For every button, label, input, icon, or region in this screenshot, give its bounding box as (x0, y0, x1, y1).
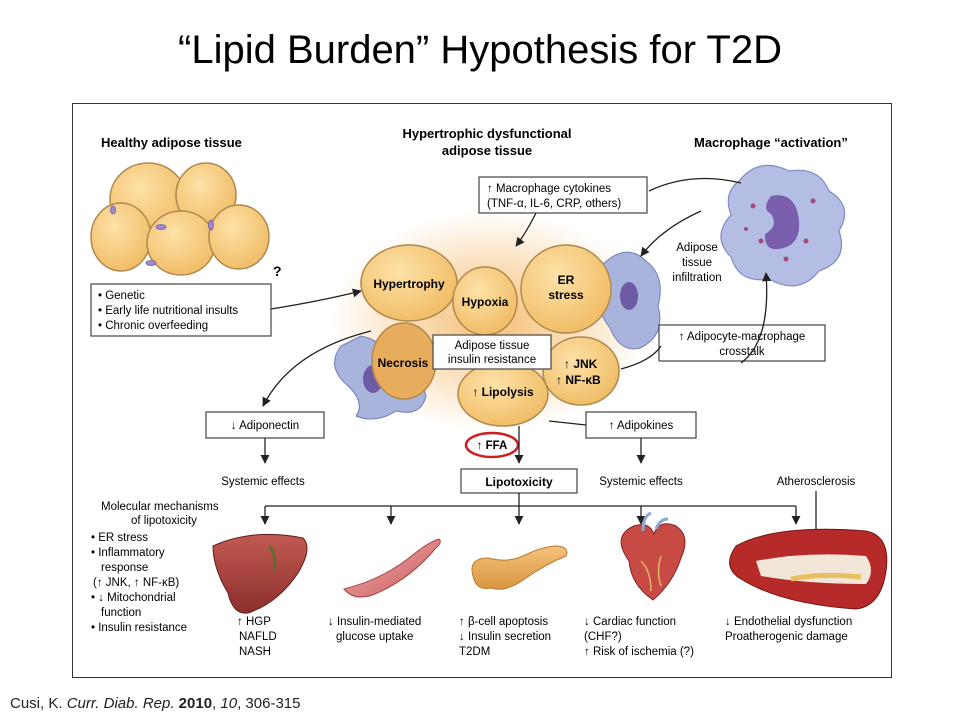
mechanism-response: response (101, 562, 148, 574)
activated-macrophage-illustration (720, 164, 846, 287)
systemic-effects-left: Systemic effects (221, 476, 305, 488)
atherosclerosis-label: Atherosclerosis (777, 476, 856, 488)
heart-line3: ↑ Risk of ischemia (?) (584, 646, 694, 658)
muscle-line1: ↓ Insulin-mediated (328, 616, 421, 628)
slide-title: “Lipid Burden” Hypothesis for T2D (178, 28, 782, 72)
heading-hypertrophic-2: adipose tissue (442, 143, 532, 158)
lipotoxicity-box (460, 468, 578, 494)
muscle-illustration (343, 538, 441, 598)
citation-author: Cusi, K. (10, 695, 67, 712)
systemic-effects-right: Systemic effects (599, 476, 683, 488)
liver-nash: NASH (239, 646, 271, 658)
infiltration-line3: infiltration (672, 272, 721, 284)
insulin-resistance-line1: Adipose tissue (455, 340, 530, 352)
vessel-line2: Proatherogenic damage (725, 631, 848, 643)
mechanisms-title-1: Molecular mechanisms (101, 501, 219, 513)
cytokines-box (478, 176, 648, 214)
cell-er-stress (520, 244, 612, 334)
pancreas-line2: ↓ Insulin secretion (459, 631, 551, 643)
mechanism-mitochondrial: • ↓ Mitochondrial (91, 592, 176, 604)
citation-pages: 306-315 (245, 695, 301, 712)
risk-factors-box (90, 283, 272, 337)
healthy-adipocytes-illustration (90, 162, 270, 276)
heading-macrophage: Macrophage “activation” (694, 135, 848, 150)
heart-line2: (CHF?) (584, 631, 622, 643)
heart-line1: ↓ Cardiac function (584, 616, 676, 628)
citation-volume: 10 (220, 695, 238, 712)
mechanism-function: function (101, 607, 141, 619)
insulin-resistance-line2: insulin resistance (448, 354, 536, 366)
artery-illustration (729, 528, 888, 610)
mechanism-insulin-resistance: • Insulin resistance (91, 622, 187, 634)
mechanism-inflammatory: • Inflammatory (91, 547, 165, 559)
pancreas-line1: ↑ β-cell apoptosis (459, 616, 548, 628)
pancreas-illustration (471, 545, 568, 590)
crosstalk-box (658, 324, 826, 362)
label-hypertrophy: Hypertrophy (373, 277, 445, 291)
label-jnk: ↑ JNK (564, 357, 598, 371)
heart-illustration (620, 511, 686, 601)
lipid-burden-diagram: Healthy adipose tissue Hypertrophic dysf… (90, 126, 888, 658)
liver-hgp: ↑ HGP (237, 616, 271, 628)
muscle-line2: glucose uptake (336, 631, 413, 643)
label-er: ER (558, 273, 575, 287)
macrophage-right (596, 251, 661, 350)
ffa-label: ↑ FFA (477, 440, 508, 452)
infiltration-line2: tissue (682, 257, 712, 269)
question-mark: ? (273, 263, 282, 279)
citation-year: 2010 (178, 695, 213, 712)
mechanisms-title-2: of lipotoxicity (131, 515, 197, 527)
adiponectin-box (205, 411, 325, 439)
crosstalk-line1: ↑ Adipocyte-macrophage (679, 331, 806, 343)
label-nfkb: ↑ NF-κB (556, 373, 601, 387)
citation-journal: Curr. Diab. Rep. (66, 695, 175, 712)
label-hypoxia: Hypoxia (462, 295, 509, 309)
lipotoxicity-label: Lipotoxicity (485, 475, 553, 489)
heading-healthy: Healthy adipose tissue (101, 135, 242, 150)
crosstalk-line2: crosstalk (719, 346, 765, 358)
infiltration-line1: Adipose (676, 242, 718, 254)
heading-hypertrophic-1: Hypertrophic dysfunctional (402, 126, 571, 141)
label-necrosis: Necrosis (378, 356, 429, 370)
risk-factor-early-life: • Early life nutritional insults (98, 305, 238, 317)
ffa-highlight-ring (464, 431, 520, 459)
liver-nafld: NAFLD (239, 631, 277, 643)
cell-jnk (542, 336, 620, 406)
risk-factor-genetic: • Genetic (98, 290, 145, 302)
cytokines-line1: ↑ Macrophage cytokines (487, 183, 611, 195)
insulin-resistance-box (432, 334, 552, 370)
adipokines-box (585, 411, 697, 439)
pancreas-line3: T2DM (459, 646, 490, 658)
liver-illustration (212, 533, 308, 614)
vessel-line1: ↓ Endothelial dysfunction (725, 616, 852, 628)
mechanism-er-stress: • ER stress (91, 532, 148, 544)
adiponectin-label: ↓ Adiponectin (231, 420, 299, 432)
risk-factor-overfeeding: • Chronic overfeeding (98, 320, 208, 332)
label-lipolysis: ↑ Lipolysis (472, 385, 534, 399)
cytokines-line2: (TNF-α, IL-6, CRP, others) (487, 198, 621, 210)
adipokines-label: ↑ Adipokines (609, 420, 674, 432)
figure-frame: Healthy adipose tissue Hypertrophic dysf… (72, 103, 892, 678)
label-er-stress: stress (548, 288, 584, 302)
mechanism-jnk-nfkb: (↑ JNK, ↑ NF-κB) (93, 577, 179, 589)
citation: Cusi, K. Curr. Diab. Rep. 2010, 10, 306-… (10, 695, 301, 712)
